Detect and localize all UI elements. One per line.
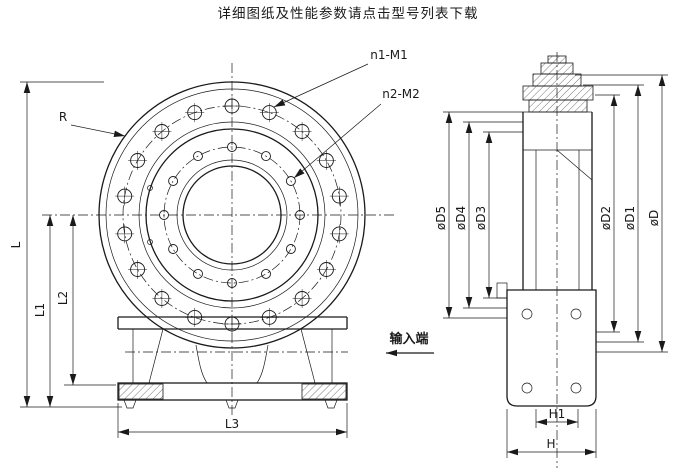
dim-label-L: L <box>9 241 23 248</box>
grease-fitting <box>496 282 508 299</box>
foot-bolt <box>123 399 137 409</box>
outer-bolt-callout: n1-M1 <box>370 48 408 62</box>
side-view: øD5 øD4 øD3 øD2 øD1 øD H1 <box>434 52 668 468</box>
dim-label-L3: L3 <box>225 417 239 431</box>
dim-label-H1: H1 <box>549 407 566 421</box>
side-dimensions-right: øD2 øD1 øD <box>575 74 668 353</box>
dim-label-L2: L2 <box>56 291 70 305</box>
worm-housing <box>496 282 597 407</box>
housing-bolt <box>570 382 582 394</box>
dim-label-D5: øD5 <box>434 206 448 230</box>
dim-label-D3: øD3 <box>474 206 488 230</box>
dim-label-H: H <box>546 437 555 451</box>
inner-bolt-holes <box>159 142 305 288</box>
side-dimensions-bottom: H1 H <box>506 407 597 458</box>
housing-bolt <box>521 308 533 320</box>
foot-bolt <box>324 399 338 409</box>
bearing-body <box>522 111 593 290</box>
radius-label: R <box>59 110 67 124</box>
dim-label-D4: øD4 <box>454 206 468 230</box>
front-view: L L1 L2 L3 R n1-M1 n2-M2 输入端 <box>9 48 434 438</box>
drawing-title: 详细图纸及性能参数请点击型号列表下载 <box>218 5 479 22</box>
dim-label-D1: øD1 <box>623 206 637 230</box>
inner-bolt-callout: n2-M2 <box>382 87 420 101</box>
dim-label-D: øD <box>647 210 661 227</box>
dim-label-D2: øD2 <box>599 206 613 230</box>
front-callouts: R n1-M1 n2-M2 输入端 <box>59 48 434 357</box>
top-flange-section <box>522 55 594 113</box>
foot-bolt <box>225 399 239 409</box>
front-dimensions: L L1 L2 L3 <box>9 81 348 438</box>
housing-bolt <box>570 308 582 320</box>
input-end-label: 输入端 <box>389 331 428 347</box>
dim-label-L1: L1 <box>33 303 47 317</box>
flange-circles <box>98 81 366 349</box>
mounting-base <box>117 316 348 409</box>
side-dimensions-left: øD5 øD4 øD3 <box>434 111 523 319</box>
housing-bolt <box>521 382 533 394</box>
